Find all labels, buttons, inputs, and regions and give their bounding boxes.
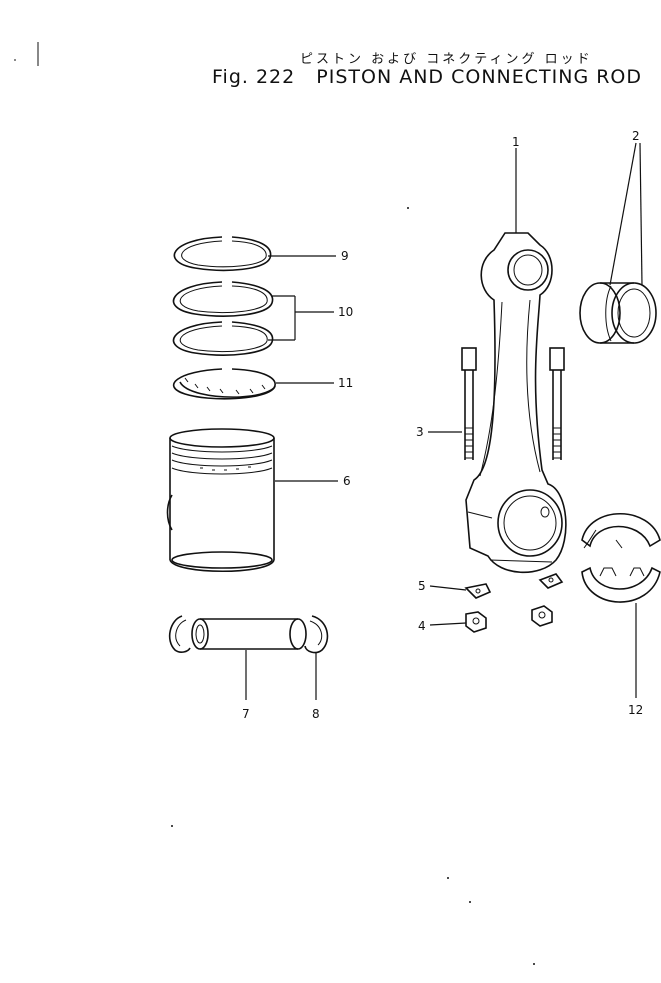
callout-12: 12 [628, 703, 643, 717]
lock-plate-left [464, 583, 492, 599]
japanese-title: ピストン および コネクティング ロッド [300, 52, 593, 67]
figure-number: Fig. 222 [212, 66, 296, 88]
callout-3: 3 [416, 425, 424, 439]
oil-ring [172, 368, 276, 400]
small-end-bushing [579, 282, 657, 344]
snap-ring-right [304, 615, 329, 654]
callout-4: 4 [418, 619, 426, 633]
connecting-rod [465, 232, 567, 574]
leader-lines [245, 142, 643, 700]
margin-marks [14, 42, 39, 66]
callout-9: 9 [341, 249, 349, 263]
rod-bolt-left [461, 347, 477, 460]
snap-ring-left [168, 615, 191, 653]
callout-8: 8 [312, 707, 320, 721]
bearing-lower-half [581, 566, 661, 603]
nut-right [531, 605, 553, 627]
callout-2: 2 [632, 129, 640, 143]
bearing-upper-half [581, 512, 661, 549]
callout-10: 10 [338, 305, 353, 319]
callout-5: 5 [418, 579, 426, 593]
piston [166, 428, 275, 573]
callout-11: 11 [338, 376, 353, 390]
piston-ring-third [172, 321, 274, 356]
figure-caption: PISTON AND CONNECTING ROD [316, 66, 642, 88]
rod-bolt-right [549, 347, 565, 460]
piston-pin [191, 618, 307, 650]
callout-6: 6 [343, 474, 351, 488]
callout-7: 7 [242, 707, 250, 721]
callout-1: 1 [512, 135, 520, 149]
piston-ring-second [172, 281, 274, 317]
figure-title: Fig. 222 PISTON AND CONNECTING ROD [212, 66, 642, 88]
piston-ring-top [173, 236, 272, 272]
scan-specks [171, 207, 535, 965]
nut-left [465, 611, 487, 633]
lock-plate-right [538, 573, 564, 589]
